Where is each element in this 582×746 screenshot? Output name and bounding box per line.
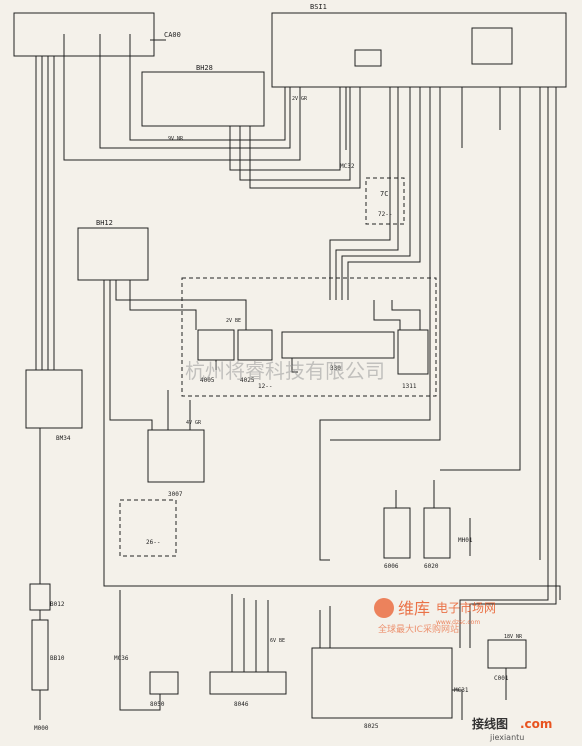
bh28-label: BH28 (196, 64, 213, 72)
n26-label: 26-- (146, 539, 160, 546)
mc31-label: MC31 (454, 687, 469, 694)
logo-tagline: 全球最大IC采购网站 (378, 623, 459, 635)
n12b-label: 12-- (258, 383, 272, 390)
c3007-label: 3007 (168, 491, 183, 498)
c8025-label: 8025 (364, 723, 379, 730)
corner-title: 接线图 (472, 716, 508, 731)
c7-label: 7C (380, 190, 388, 198)
bb10-label: BB10 (50, 655, 65, 662)
c8050-box (149, 671, 179, 695)
ca00-box (13, 12, 155, 57)
bm34-box (25, 369, 83, 429)
c1311-box (397, 329, 429, 375)
logo-url: www.dzsc.com (436, 619, 480, 626)
c6020-label: 6020 (424, 563, 439, 570)
logo-icon (374, 598, 394, 618)
bh12-box (77, 227, 149, 281)
dashed-box-26 (119, 499, 177, 557)
c8050-label: 8050 (150, 701, 165, 708)
c3007-box (147, 429, 205, 483)
c6006-label: 6006 (384, 563, 399, 570)
m000-label: M000 (34, 725, 49, 732)
wire-label-6: 4V GR (186, 420, 202, 426)
corner-url: jiexiantu (489, 733, 524, 742)
bsi1-box (271, 12, 567, 88)
bb10-box (31, 619, 49, 691)
bm34-label: BM34 (56, 435, 71, 442)
c330-label: 330 (330, 365, 341, 372)
wire-label-3: 2V BE (226, 318, 241, 324)
c6006-box (383, 507, 411, 559)
corner-watermark: 接线图 .com jiexiantu (472, 716, 552, 742)
ca00-label: CA00 (164, 31, 181, 39)
c4025-box (237, 329, 273, 361)
bsi1-fuse (354, 49, 382, 67)
dashed-group-12 (181, 277, 437, 397)
wiring (13, 12, 567, 720)
b012-box (29, 583, 51, 611)
c8046-box (209, 671, 287, 695)
c6020-box (423, 507, 451, 559)
wire-label-2: 9V NR (168, 136, 184, 142)
wire-label-4: 18V NR (504, 634, 523, 640)
bh12-label: BH12 (96, 219, 113, 227)
corner-com: .com (520, 717, 552, 731)
c8046-label: 8046 (234, 701, 249, 708)
logo-title: 维库 (398, 599, 430, 618)
wire-label-1: 2V GR (292, 96, 308, 102)
c8025-box (311, 647, 453, 719)
c001-label: C001 (494, 675, 509, 682)
labels: BSI1 BH28 BH12 CA00 MC32 7C 72-- 12-- 40… (34, 3, 523, 732)
logo-subtitle: 电子市场网 (436, 600, 496, 615)
mh01-label: MH01 (458, 537, 473, 544)
c4005-box (197, 329, 235, 361)
mc32-label: MC32 (340, 163, 355, 170)
bsi1-label: BSI1 (310, 3, 327, 11)
n72-label: 72-- (378, 211, 392, 218)
c330-box (281, 331, 395, 359)
watermark-company: 杭州将睿科技有限公司 (185, 359, 385, 383)
mc36-label: MC36 (114, 655, 129, 662)
watermark-logo: 维库 电子市场网 www.dzsc.com 全球最大IC采购网站 (374, 598, 496, 635)
bsi1-relay (471, 27, 513, 65)
c4005-label: 4005 (200, 377, 215, 384)
bh28-box (141, 71, 265, 127)
b012-label: B012 (50, 601, 65, 608)
c4025-label: 4025 (240, 377, 255, 384)
c1311-label: 1311 (402, 383, 417, 390)
wire-label-5: 6V BE (270, 638, 285, 644)
c001-box (487, 639, 527, 669)
